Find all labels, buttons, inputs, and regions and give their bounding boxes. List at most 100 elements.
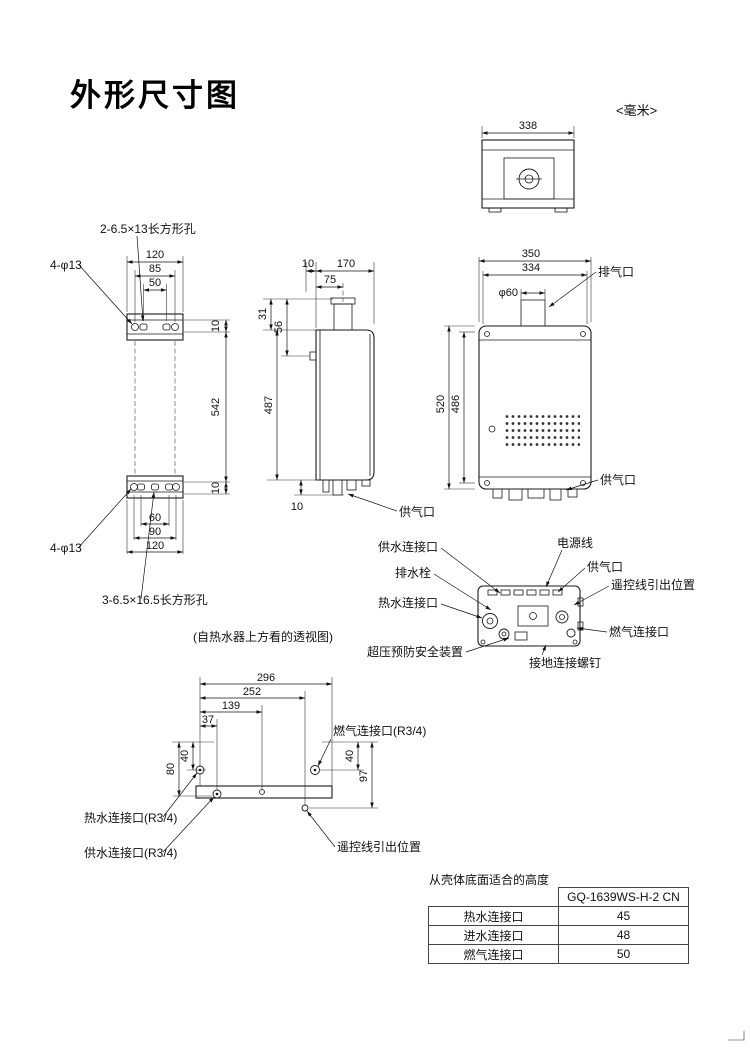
screw [484, 331, 490, 337]
bracket-hole [130, 483, 138, 491]
dim-60: 60 [149, 512, 161, 524]
dim-486: 486 [450, 395, 462, 413]
foot [361, 479, 371, 487]
upper-bracket-dimensions: 120 85 50 2-6.5×13长方形孔 4-φ13 [50, 221, 196, 325]
screw [580, 480, 586, 486]
upper-mounting-bracket [126, 313, 184, 341]
bottom-view-caption: (自热水器上方看的透视图) [193, 629, 333, 644]
exhaust-pipe-front [520, 299, 546, 327]
height-table-title: 从壳体底面适合的高度 [429, 873, 550, 887]
front-view-dimensions: 350 334 φ60 排气口 520 486 供气口 [435, 248, 636, 491]
gas-port-label: 供气口 [587, 559, 623, 574]
page-title: 外形尺寸图 [70, 78, 240, 113]
dim-120-bottom: 120 [146, 540, 164, 552]
top-view-outline [481, 139, 575, 209]
dim-120-top: 120 [146, 249, 164, 261]
pipe-stub [549, 488, 562, 501]
hot-water-port [482, 613, 498, 629]
pipe-stub [322, 479, 330, 493]
side-view-outline [315, 329, 375, 481]
relief-device-label: 超压预防安全装置 [367, 644, 463, 659]
bracket-hole [171, 323, 179, 331]
height-table: GQ-1639WS-H-2 CN 热水连接口 45 进水连接口 48 燃气连接口… [428, 887, 689, 964]
dim-10-upper: 10 [210, 320, 222, 332]
hot-water-r34-label: 热水连接口(R3/4) [84, 810, 177, 825]
bottom-view-labels: (自热水器上方看的透视图) 供水连接口 电源线 排水栓 供气口 遥控线引出位置 … [193, 536, 695, 670]
bracket-slot [137, 483, 145, 491]
dim-350: 350 [522, 248, 540, 260]
dim-296: 296 [257, 672, 275, 684]
lower-bracket-dimensions: 60 90 120 4-φ13 3-6.5×16.5长方形孔 [50, 488, 208, 607]
dim-85: 85 [149, 263, 161, 275]
remote-wire-point [301, 804, 309, 812]
slot-label-bottom: 3-6.5×16.5长方形孔 [102, 592, 208, 607]
slot-label-top: 2-6.5×13长方形孔 [100, 221, 196, 236]
dim-50: 50 [149, 277, 161, 289]
dim-10-back: 10 [302, 258, 314, 270]
table-row: 热水连接口 45 [428, 906, 689, 926]
screw [580, 331, 586, 337]
exhaust-port-label: 排气口 [598, 264, 634, 279]
frame-corner-mark [728, 1031, 745, 1041]
dim-10-lower: 10 [210, 482, 222, 494]
pipe-stub [346, 479, 357, 491]
bracket-slot [139, 323, 148, 331]
drain-valve-label: 排水栓 [395, 565, 431, 580]
vent-holes [504, 415, 580, 450]
table-row: 进水连接口 48 [428, 925, 689, 945]
row-label: 燃气连接口 [428, 944, 559, 964]
dim-phi60: φ60 [499, 287, 518, 299]
water-inlet-r34-label: 供水连接口(R3/4) [84, 845, 177, 860]
dim-90: 90 [149, 526, 161, 538]
dim-40-left: 40 [179, 750, 191, 762]
dim-487: 487 [263, 396, 275, 414]
dim-520: 520 [435, 395, 447, 413]
top-view-panel [503, 157, 555, 200]
dim-56: 56 [273, 321, 285, 333]
pipe-stub [332, 479, 343, 496]
remote-wire-label: 遥控线引出位置 [611, 577, 695, 592]
height-table-corner-cell [428, 887, 559, 907]
bottom-piping-layout: 296 252 139 37 40 80 [84, 672, 426, 860]
dim-75: 75 [324, 274, 336, 286]
gas-connection-r34-label: 燃气连接口(R3/4) [333, 723, 426, 738]
row-value: 45 [558, 906, 689, 926]
pipe-stub [492, 488, 503, 499]
casing-bottom-edge [195, 785, 333, 799]
lower-mounting-bracket [126, 475, 184, 499]
exhaust-pipe-side [333, 303, 353, 331]
ground-screw-circle [480, 639, 486, 645]
top-view: 338 [481, 120, 575, 213]
row-value: 48 [558, 925, 689, 945]
pilot-hole [488, 425, 496, 433]
bracket-hole [131, 323, 139, 331]
table-row: 燃气连接口 50 [428, 944, 689, 964]
pipe-stub [508, 488, 523, 501]
water-inlet-label: 供水连接口 [378, 539, 438, 554]
dim-252: 252 [243, 686, 261, 698]
control-box [517, 605, 549, 627]
dim-40-right: 40 [344, 750, 356, 762]
row-label: 热水连接口 [428, 906, 559, 926]
bracket-hole [172, 483, 180, 491]
dim-31: 31 [257, 308, 269, 320]
pipe-stub [567, 488, 578, 498]
side-view-dimensions: 10 170 75 31 56 487 10 供气口 [257, 258, 435, 519]
front-view [478, 299, 592, 501]
dim-10-bottom: 10 [291, 501, 303, 513]
gas-port-circle [555, 610, 569, 624]
hot-water-label: 热水连接口 [378, 595, 438, 610]
dim-37: 37 [202, 714, 214, 726]
dim-542: 542 [210, 398, 222, 416]
dim-338: 338 [519, 120, 537, 132]
remote-wire-position-label: 遥控线引出位置 [337, 839, 421, 854]
dim-334: 334 [522, 262, 540, 274]
holes-label-top: 4-φ13 [50, 258, 82, 272]
screw [484, 480, 490, 486]
ground-screw-label: 接地连接螺钉 [529, 655, 601, 670]
gas-connection-label: 燃气连接口 [609, 624, 669, 639]
pipe-stub [527, 488, 545, 499]
dim-170: 170 [337, 258, 355, 270]
